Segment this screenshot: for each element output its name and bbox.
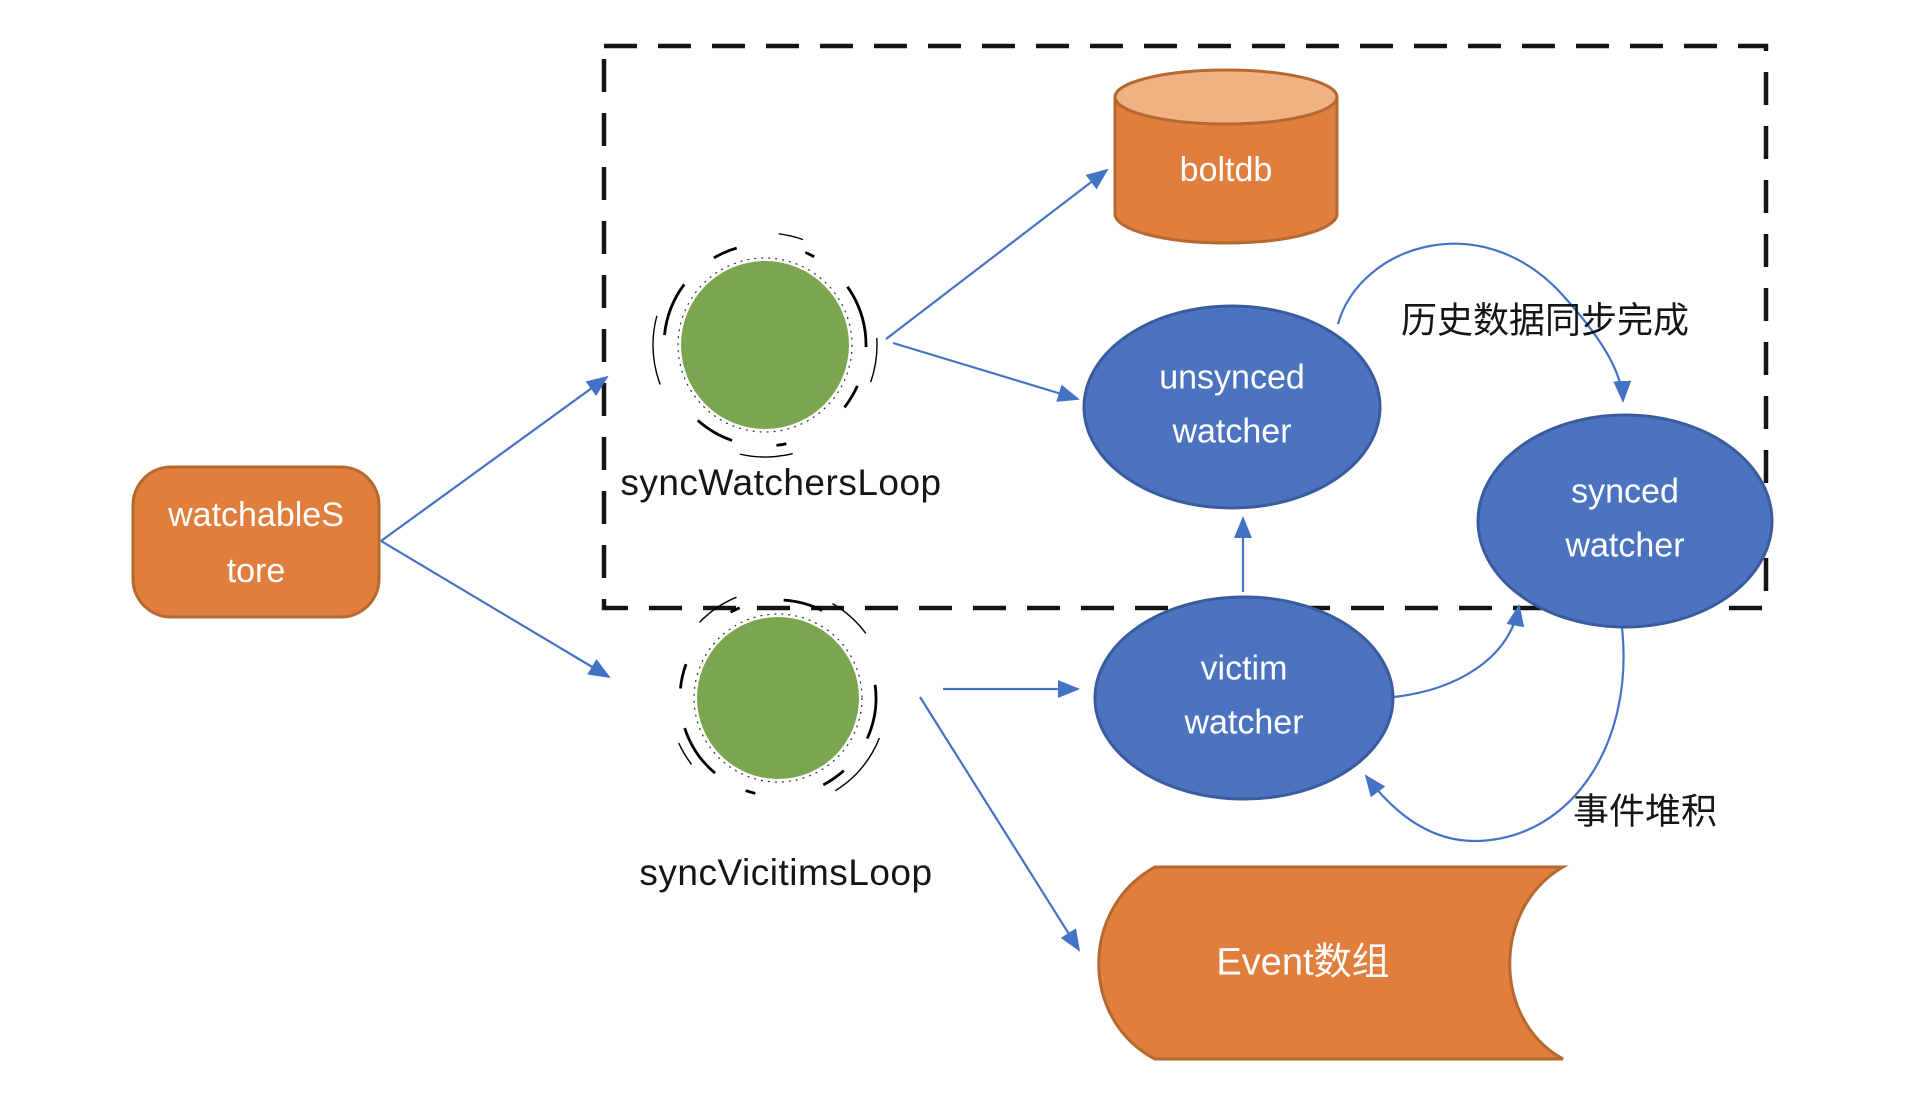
unsynced-watcher-ellipse	[1082, 304, 1382, 510]
synced-watcher-ellipse	[1476, 413, 1774, 629]
arrow-victim-to-synced	[1393, 604, 1525, 699]
arrow-watchers-loop-to-unsynced	[892, 341, 1080, 402]
event-array-shape	[1097, 865, 1569, 1061]
sync-victims-loop-circle	[668, 588, 888, 808]
arrow-synced-to-victim	[1364, 627, 1625, 843]
boltdb-cylinder	[1113, 68, 1339, 245]
watchable-store-shape	[131, 465, 381, 619]
arrow-victims-loop-to-event-array	[919, 696, 1081, 952]
arrow-store-to-victims-loop	[380, 540, 611, 679]
arrow-unsynced-to-synced	[1336, 242, 1632, 403]
arrow-watchers-loop-to-boltdb	[885, 168, 1109, 340]
victim-watcher-ellipse	[1093, 595, 1395, 801]
arrow-store-to-watchers-loop	[380, 375, 609, 542]
sync-watchers-loop-circle	[652, 232, 878, 458]
